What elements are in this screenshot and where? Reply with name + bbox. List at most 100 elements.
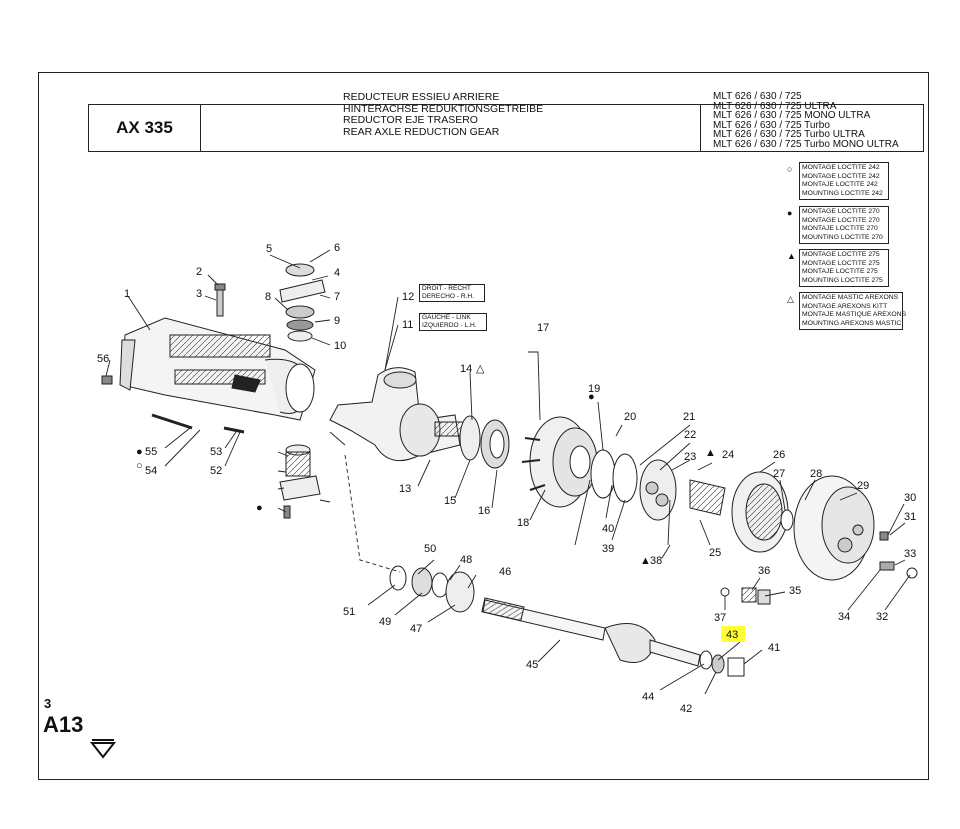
callout-number-3[interactable]: 3 [196, 288, 202, 300]
model-line: MLT 626 / 630 / 725 Turbo [713, 119, 830, 131]
side-label-line: IZQUIERDO - L.H. [422, 322, 477, 329]
assembly-mark-icon: ○ [136, 460, 143, 472]
callout-number-48[interactable]: 48 [460, 554, 472, 566]
callout-number-24[interactable]: 24 [722, 449, 734, 461]
model-line: MLT 626 / 630 / 725 MONO ULTRA [713, 110, 871, 122]
callout-number-33[interactable]: 33 [904, 548, 916, 560]
legend-line: MONTAGE LOCTITE 275 [802, 251, 880, 258]
callout-number-42[interactable]: 42 [680, 703, 692, 715]
callout-number-28[interactable]: 28 [810, 468, 822, 480]
callout-number-5[interactable]: 5 [266, 243, 272, 255]
side-label-line: DERECHO - R.H. [422, 293, 475, 300]
callout-number-47[interactable]: 47 [410, 623, 422, 635]
callout-number-35[interactable]: 35 [789, 585, 801, 597]
callout-number-46[interactable]: 46 [499, 566, 511, 578]
callout-number-34[interactable]: 34 [838, 611, 850, 623]
callout-number[interactable]: 12 [402, 291, 415, 303]
model-line: MLT 626 / 630 / 725 Turbo ULTRA [713, 129, 865, 141]
callout-number-21[interactable]: 21 [683, 411, 695, 423]
down-arrow-icon[interactable] [88, 737, 118, 763]
callout-number-19[interactable]: 19 [588, 383, 600, 395]
callout-number-6[interactable]: 6 [334, 242, 340, 254]
callout-number-43[interactable]: 43 [726, 629, 738, 641]
callout-number-38[interactable]: 38 [650, 555, 662, 567]
legend-line: MONTAJE LOCTITE 270 [802, 225, 878, 233]
callout-number-25[interactable]: 25 [709, 547, 721, 559]
callout-number-32[interactable]: 32 [876, 611, 888, 623]
callout-number-18[interactable]: 18 [517, 517, 529, 529]
callout-number-16[interactable]: 16 [478, 505, 490, 517]
title-es: REDUCTOR EJE TRASERO [343, 114, 478, 126]
callout-number[interactable]: 11 [402, 319, 414, 331]
callout-number-1[interactable]: 1 [124, 288, 130, 300]
callout-number-2[interactable]: 2 [196, 266, 202, 278]
callout-number-37[interactable]: 37 [714, 612, 726, 624]
model-line: MLT 626 / 630 / 725 ULTRA [713, 100, 837, 112]
callout-number-52[interactable]: 52 [210, 465, 222, 477]
callout-number-26[interactable]: 26 [773, 449, 785, 461]
open-circle-icon: ○ [787, 164, 793, 174]
callout-number-53[interactable]: 53 [210, 446, 222, 458]
drawing-code: AX 335 [89, 105, 201, 151]
callout-number-9[interactable]: 9 [334, 315, 340, 327]
callout-number-31[interactable]: 31 [904, 511, 916, 523]
legend-line: MONTAJE LOCTITE 242 [802, 181, 878, 189]
callout-number-54[interactable]: 54 [145, 465, 157, 477]
callout-number-15[interactable]: 15 [444, 495, 456, 507]
legend-line: MONTAGE AREXONS KITT [802, 302, 888, 310]
callout-number-13[interactable]: 13 [399, 483, 411, 495]
filled-circle-icon: ● [787, 208, 793, 218]
legend-line: MONTAGE LOCTITE 242 [802, 164, 880, 171]
callout-number-23[interactable]: 23 [684, 451, 696, 463]
legend-line: MONTAGE LOCTITE 270 [802, 208, 880, 215]
callout-number-17[interactable]: 17 [537, 322, 549, 334]
legend-line: MOUNTING LOCTITE 275 [802, 276, 883, 284]
assembly-mark-icon: ▲ [640, 555, 651, 567]
callout-number-39[interactable]: 39 [602, 543, 614, 555]
callout-highlight [721, 626, 745, 642]
title-fr: REDUCTEUR ESSIEU ARRIERE [343, 91, 500, 103]
callout-number-41[interactable]: 41 [768, 642, 780, 654]
drive-shaft-part [389, 565, 745, 677]
callout-number-40[interactable]: 40 [602, 523, 614, 535]
callout-number-27[interactable]: 27 [773, 468, 785, 480]
callout-number-22[interactable]: 22 [684, 429, 696, 441]
reduction-cover-part [793, 475, 875, 581]
drawing-title: REDUCTEUR ESSIEU ARRIERE HINTERACHSE RED… [201, 91, 701, 151]
callout-number-29[interactable]: 29 [857, 480, 869, 492]
callout-number-8[interactable]: 8 [265, 291, 271, 303]
wheel-hub-part [521, 416, 598, 508]
callout-number-51[interactable]: 51 [343, 606, 355, 618]
legend-line: MOUNTING LOCTITE 242 [802, 189, 883, 197]
callout-number-30[interactable]: 30 [904, 492, 916, 504]
callout-number-20[interactable]: 20 [624, 411, 636, 423]
axle-housing-part [119, 317, 316, 421]
title-en: REAR AXLE REDUCTION GEAR [343, 125, 500, 138]
callout-number-55[interactable]: 55 [145, 446, 157, 458]
callout-number-56[interactable]: 56 [97, 353, 109, 365]
assembly-mark-icon: ▲ [705, 447, 716, 459]
side-label-line: GAUCHE - LINK [422, 314, 471, 321]
title-block: AX 335 REDUCTEUR ESSIEU ARRIERE HINTERAC… [88, 91, 924, 152]
callout-number-49[interactable]: 49 [379, 616, 391, 628]
callout-number-14[interactable]: 14 [460, 363, 472, 375]
callout-number-44[interactable]: 44 [642, 691, 654, 703]
legend-line: MOUNTING LOCTITE 270 [802, 233, 883, 241]
legend-line: MONTAGE LOCTITE 270 [802, 216, 880, 224]
title-de: HINTERACHSE REDUKTIONSGETREIBE [343, 102, 544, 115]
callout-number-45[interactable]: 45 [526, 659, 538, 671]
callout-number-10[interactable]: 10 [334, 340, 346, 352]
assembly-mark-icon: ● [136, 446, 143, 458]
legend-line: MONTAJE LOCTITE 275 [802, 268, 878, 276]
assembly-mark-icon: ● [256, 502, 263, 514]
callout-number-36[interactable]: 36 [758, 565, 770, 577]
callout-number-4[interactable]: 4 [334, 267, 340, 279]
callout-number-7[interactable]: 7 [334, 291, 340, 303]
side-label-right: DROIT - RECHT DERECHO - R.H. [419, 284, 485, 302]
callout-number-50[interactable]: 50 [424, 543, 436, 555]
model-list: MLT 626 / 630 / 725 MLT 626 / 630 / 725 … [701, 92, 923, 151]
filled-triangle-icon: ▲ [787, 251, 796, 261]
page-code: A13 [43, 712, 84, 737]
